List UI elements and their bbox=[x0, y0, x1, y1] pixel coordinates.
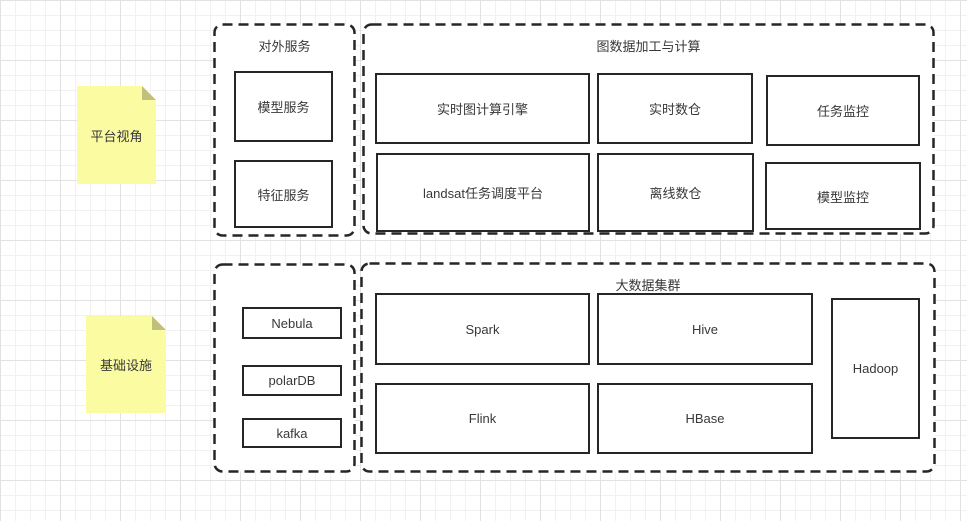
node-polardb[interactable]: polarDB bbox=[242, 365, 342, 396]
node-model-monitor[interactable]: 模型监控 bbox=[765, 162, 921, 230]
node-nebula[interactable]: Nebula bbox=[242, 307, 342, 339]
sticky-note-platform-view[interactable]: 平台视角 bbox=[77, 86, 156, 184]
group-title: 对外服务 bbox=[258, 39, 311, 54]
node-hbase[interactable]: HBase bbox=[597, 383, 813, 454]
node-realtime-warehouse[interactable]: 实时数仓 bbox=[597, 73, 753, 144]
node-hive[interactable]: Hive bbox=[597, 293, 813, 365]
node-hadoop[interactable]: Hadoop bbox=[831, 298, 920, 439]
node-flink[interactable]: Flink bbox=[375, 383, 590, 454]
note-fold-corner-icon bbox=[142, 86, 156, 100]
group-title: 图数据加工与计算 bbox=[596, 39, 701, 54]
node-feature-service[interactable]: 特征服务 bbox=[234, 160, 333, 228]
node-kafka[interactable]: kafka bbox=[242, 418, 342, 448]
group-title: 大数据集群 bbox=[615, 278, 681, 293]
node-realtime-graph-engine[interactable]: 实时图计算引擎 bbox=[375, 73, 590, 144]
node-offline-warehouse[interactable]: 离线数仓 bbox=[597, 153, 754, 232]
node-spark[interactable]: Spark bbox=[375, 293, 590, 365]
node-landsat-scheduler[interactable]: landsat任务调度平台 bbox=[376, 153, 590, 232]
note-fold-corner-icon bbox=[152, 316, 166, 330]
node-model-service[interactable]: 模型服务 bbox=[234, 71, 333, 142]
sticky-note-infrastructure[interactable]: 基础设施 bbox=[86, 316, 166, 413]
node-task-monitor[interactable]: 任务监控 bbox=[766, 75, 920, 146]
